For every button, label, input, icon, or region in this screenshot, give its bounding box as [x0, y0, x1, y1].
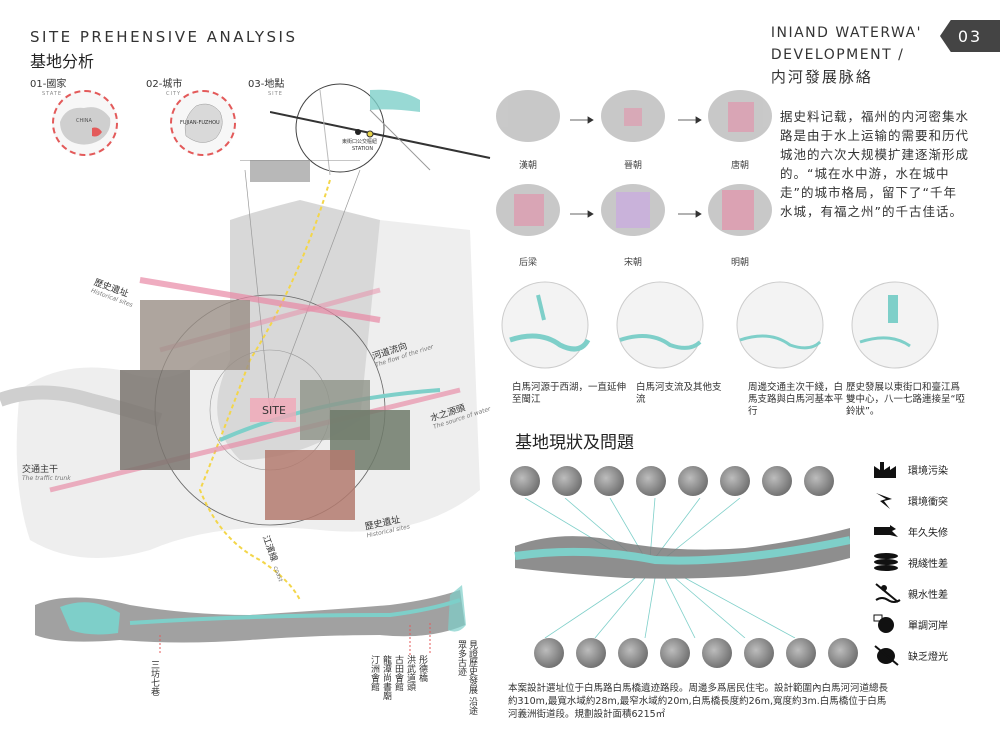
- site-photo: [678, 466, 708, 496]
- problem-label: 年久失修: [908, 527, 948, 539]
- station-label-en: STATION: [352, 146, 374, 152]
- site-photo: [828, 638, 858, 668]
- factory-icon: [872, 458, 902, 480]
- map-label-en: coast: [271, 565, 284, 583]
- circle-caption: 白馬河支流及其他支流: [636, 382, 722, 405]
- strip-label: 龍潭尚書廟: [381, 655, 391, 700]
- fuzhou-map-icon: [184, 103, 223, 143]
- circle-caption: 歷史發展以東街口和臺江爲雙中心，八一七路連接呈“啞鈴狀”。: [846, 382, 965, 417]
- dynasty-label: 漢朝: [518, 161, 537, 171]
- fish-skeleton-icon: [872, 551, 902, 573]
- site-photo: [804, 466, 834, 496]
- problem-item: 視綫性差: [872, 551, 948, 573]
- site-analysis-map: [0, 160, 481, 600]
- analysis-circles: [501, 281, 939, 369]
- no-swim-icon: [872, 582, 902, 604]
- strip-label-history: 見證歷史發展 沿途眾多古迹: [456, 640, 477, 715]
- dynasty-maps: [496, 90, 772, 236]
- site-photo: [786, 638, 816, 668]
- dynasty-label: 明朝: [730, 258, 749, 268]
- site-photo: [534, 638, 564, 668]
- site-photo: [720, 466, 750, 496]
- problem-item: 親水性差: [872, 582, 948, 604]
- map-label-en: The traffic trunk: [22, 475, 71, 482]
- problem-item: 環境污染: [872, 458, 948, 480]
- strip-label: 洪武道頭: [405, 655, 415, 691]
- problem-item: 環境衝突: [872, 489, 948, 511]
- site-photo: [594, 466, 624, 496]
- history-text: 据史料记载，福州的内河密集水路是由于水上运输的需要和历代城池的六次大规模扩建逐渐…: [780, 109, 970, 219]
- map-label-traffic: 交通主干 The traffic trunk: [22, 462, 71, 482]
- scale-label: 01-國家: [30, 79, 67, 90]
- site-marker-label: SITE: [262, 404, 286, 417]
- problem-label: 親水性差: [908, 589, 948, 601]
- river-site-plan: [514, 498, 850, 638]
- site-photo: [510, 466, 540, 496]
- strip-label-group: 汀洲會館 龍潭尚書廟 古田會館 洪武道頭 彤德橋: [368, 655, 427, 700]
- broken-pipe-icon: [872, 520, 902, 542]
- scale-sub: CITY: [166, 91, 182, 97]
- map-label-zh: 交通主干: [22, 465, 59, 475]
- strip-label: 彤德橋: [417, 655, 427, 682]
- photo-row-top: [510, 466, 834, 496]
- conflict-icon: [872, 489, 902, 511]
- page-title-zh: 基地分析: [30, 52, 95, 71]
- dynasty-label: 晉朝: [623, 161, 642, 171]
- site-photo: [636, 466, 666, 496]
- china-map-icon: [60, 107, 111, 145]
- section-title-en-1: INIAND WATERWA': [770, 25, 922, 41]
- page-number-badge: 03: [940, 20, 1000, 52]
- problem-label: 缺乏燈光: [908, 651, 948, 663]
- city-inner-label: FUJIAN-FUZHOU: [180, 120, 220, 126]
- problem-item: 缺乏燈光: [872, 644, 948, 666]
- circle-caption: 白馬河源于西湖，一直延伸至閩江: [512, 382, 627, 405]
- scale-label: 03-地點: [248, 79, 285, 90]
- scale-sub: STATE: [42, 91, 63, 97]
- station-label: 東街口公交樞紐: [342, 139, 378, 145]
- section-title-en-2: DEVELOPMENT /: [770, 47, 905, 63]
- site-photo: [660, 638, 690, 668]
- section-title-zh: 内河發展脉絡: [770, 68, 873, 86]
- problem-item: 年久失修: [872, 520, 948, 542]
- site-photo: [618, 638, 648, 668]
- dynasty-label: 宋朝: [623, 258, 642, 268]
- state-inner-label: CHINA: [76, 118, 92, 124]
- river-strip-map: [35, 585, 466, 655]
- scale-label: 02-城市: [146, 79, 183, 90]
- site-location-map: [270, 83, 491, 176]
- page-title-en: SITE PREHENSIVE ANALYSIS: [30, 28, 298, 46]
- problem-list: 環境污染 環境衝突 年久失修 視綫性差 親水性差 單調河岸 缺乏燈光: [872, 458, 948, 666]
- problem-label: 單調河岸: [908, 620, 948, 632]
- dynasty-label: 唐朝: [730, 161, 749, 171]
- scale-city: 02-城市 CITY: [146, 72, 182, 97]
- problem-label: 環境衝突: [908, 496, 948, 508]
- site-photo: [576, 638, 606, 668]
- circle-caption: 周邊交通主次干綫，白馬支路與白馬河基本平行: [748, 382, 844, 417]
- problem-label: 視綫性差: [908, 558, 948, 570]
- scale-site: 03-地點 SITE: [248, 72, 284, 97]
- city-map-circle: FUJIAN-FUZHOU: [170, 90, 236, 156]
- site-photo: [702, 638, 732, 668]
- problem-label: 環境污染: [908, 465, 948, 477]
- status-title: 基地現狀及問題: [515, 433, 634, 453]
- monotone-bank-icon: [872, 613, 902, 635]
- strip-label-sanfang: 三坊七巷: [149, 660, 159, 696]
- scale-state: 01-國家 STATE: [30, 72, 66, 97]
- state-map-circle: CHINA: [52, 90, 118, 156]
- site-photo: [744, 638, 774, 668]
- section-title: INIAND WATERWA' DEVELOPMENT / 内河發展脉絡: [771, 22, 922, 88]
- photo-row-bottom: [534, 638, 858, 668]
- site-photo: [552, 466, 582, 496]
- strip-label: 古田會館: [393, 655, 403, 691]
- site-photo: [762, 466, 792, 496]
- strip-label: 汀洲會館: [369, 655, 379, 691]
- site-description: 本案設計選址位于白馬路白馬橋遺迹路段。周邊多爲居民住宅。設計範圍內白馬河河道總長…: [508, 683, 889, 720]
- dynasty-label: 后梁: [518, 258, 537, 268]
- scale-sub: SITE: [268, 91, 283, 97]
- no-light-icon: [872, 644, 902, 666]
- problem-item: 單調河岸: [872, 613, 948, 635]
